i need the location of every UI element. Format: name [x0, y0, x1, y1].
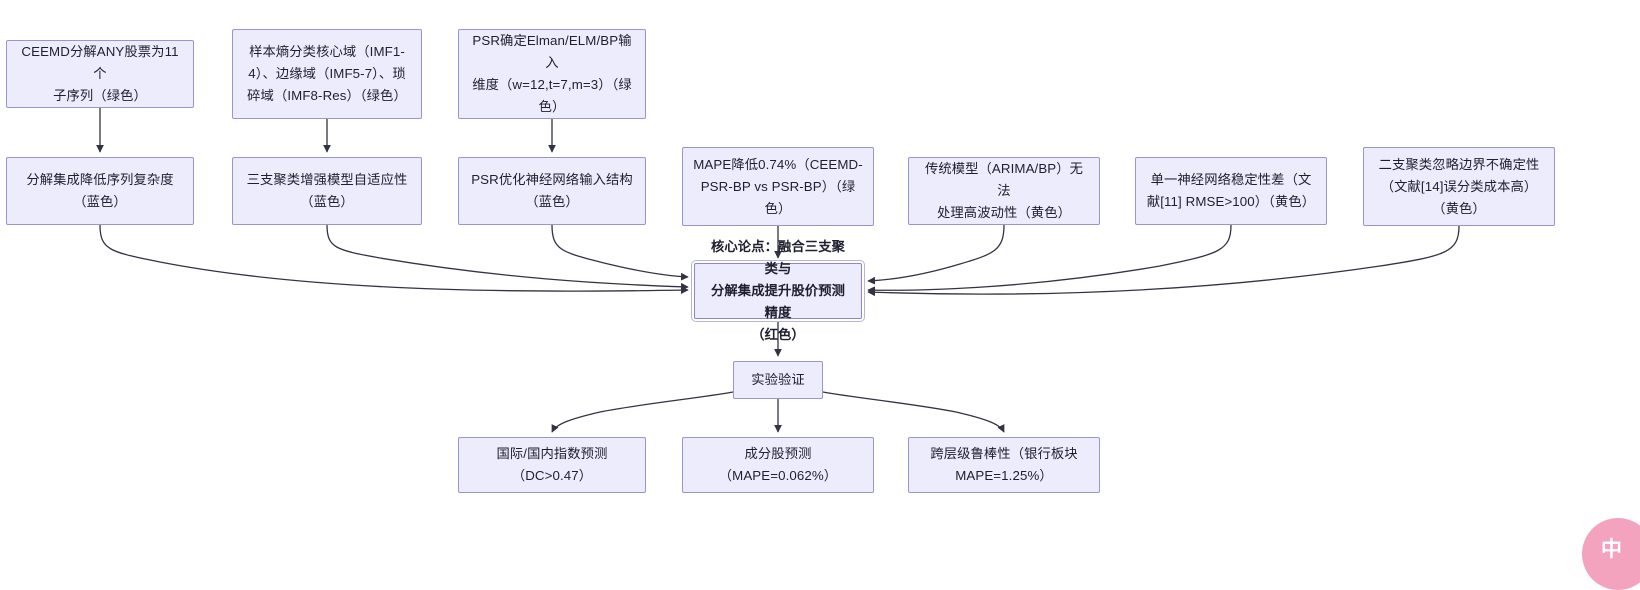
node-decompose-reduce-complexity[interactable]: 分解集成降低序列复杂度 （蓝色）: [6, 157, 194, 225]
watermark-text: 中: [1601, 538, 1623, 561]
node-label: CEEMD分解ANY股票为11个 子序列（绿色）: [21, 44, 179, 103]
node-traditional-model-limitation[interactable]: 传统模型（ARIMA/BP）无法 处理高波动性（黄色）: [908, 157, 1100, 225]
node-label: 国际/国内指数预测 （DC>0.47）: [496, 446, 608, 483]
node-psr-input-dimension[interactable]: PSR确定Elman/ELM/BP输入 维度（w=12,t=7,m=3）（绿 色…: [458, 29, 646, 119]
node-three-way-clustering-adaptivity[interactable]: 三支聚类增强模型自适应性 （蓝色）: [232, 157, 422, 225]
node-core-thesis[interactable]: 核心论点：融合三支聚类与 分解集成提升股价预测精度 （红色）: [691, 239, 865, 342]
node-label: 样本熵分类核心域（IMF1- 4）、边缘域（IMF5-7）、琐 碎域（IMF8-…: [247, 44, 407, 103]
node-result-constituent-stock-forecast[interactable]: 成分股预测 （MAPE=0.062%）: [682, 437, 874, 493]
node-label: 二支聚类忽略边界不确定性 （文献[14]误分类成本高） （黄色）: [1378, 156, 1540, 216]
node-label: 传统模型（ARIMA/BP）无法 处理高波动性（黄色）: [924, 161, 1084, 220]
node-sample-entropy-classify[interactable]: 样本熵分类核心域（IMF1- 4）、边缘域（IMF5-7）、琐 碎域（IMF8-…: [232, 29, 422, 119]
node-label: 三支聚类增强模型自适应性 （蓝色）: [246, 172, 408, 209]
watermark-badge: 中: [1582, 518, 1640, 590]
node-label: PSR确定Elman/ELM/BP输入 维度（w=12,t=7,m=3）（绿 色…: [472, 33, 632, 114]
flowchart-canvas: CEEMD分解ANY股票为11个 子序列（绿色） 样本熵分类核心域（IMF1- …: [6, 29, 1640, 590]
node-psr-optimize-structure[interactable]: PSR优化神经网络输入结构 （蓝色）: [458, 157, 646, 225]
node-result-cross-level-robustness[interactable]: 跨层级鲁棒性（银行板块 MAPE=1.25%）: [908, 437, 1100, 493]
node-label: 分解集成降低序列复杂度 （蓝色）: [26, 172, 174, 209]
node-result-index-forecast[interactable]: 国际/国内指数预测 （DC>0.47）: [458, 437, 646, 493]
edge-n5-core: [326, 224, 689, 291]
node-label: 实验验证: [751, 372, 805, 387]
node-two-way-clustering-limitation[interactable]: 二支聚类忽略边界不确定性 （文献[14]误分类成本高） （黄色）: [1363, 147, 1555, 226]
node-label: 成分股预测 （MAPE=0.062%）: [718, 446, 838, 483]
edge-n8-core: [867, 224, 1005, 285]
edge-n6-core: [551, 224, 689, 281]
edge-exp-r1: [551, 391, 734, 433]
edge-n9-core: [867, 224, 1232, 295]
node-label: MAPE降低0.74%（CEEMD- PSR-BP vs PSR-BP）（绿 色…: [693, 156, 863, 216]
edge-n4-core: [99, 224, 689, 295]
node-single-network-instability[interactable]: 单一神经网络稳定性差（文 献[11] RMSE>100）（黄色）: [1135, 157, 1327, 225]
node-label: 单一神经网络稳定性差（文 献[11] RMSE>100）（黄色）: [1146, 172, 1316, 209]
node-experiment-verification[interactable]: 实验验证: [733, 361, 823, 399]
node-label: 跨层级鲁棒性（银行板块 MAPE=1.25%）: [930, 446, 1078, 483]
node-label: PSR优化神经网络输入结构 （蓝色）: [471, 172, 633, 209]
node-mape-improvement[interactable]: MAPE降低0.74%（CEEMD- PSR-BP vs PSR-BP）（绿 色…: [682, 147, 874, 226]
node-ceemd-decompose[interactable]: CEEMD分解ANY股票为11个 子序列（绿色）: [6, 40, 194, 108]
edge-exp-r3: [822, 391, 1005, 433]
edge-n10-core: [867, 225, 1460, 297]
node-label: 核心论点：融合三支聚类与 分解集成提升股价预测精度 （红色）: [711, 239, 845, 342]
